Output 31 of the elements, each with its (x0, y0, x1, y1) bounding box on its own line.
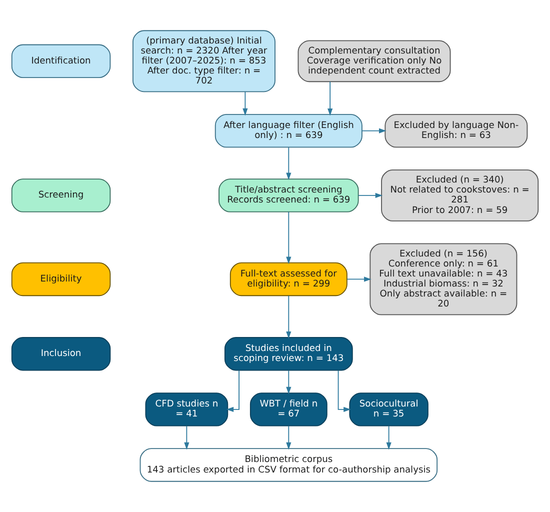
arrow (386, 426, 392, 450)
node-box: Screening (11, 178, 111, 212)
arrow (242, 91, 248, 116)
node-box: Title/abstract screening Records screened: n = 639 (218, 178, 359, 212)
arrow (286, 370, 292, 394)
node-box: Studies included in scoping review: n = 143 (224, 337, 353, 371)
arrow (184, 426, 190, 450)
node-box: Bibliometric corpus 143 articles exported in CSV format for co-authorship analysis (140, 448, 438, 482)
node-box: Complementary consultation Coverage verification only No independent count extracted (298, 40, 451, 82)
node-box: Eligibility (11, 262, 111, 296)
node-box: Sociocultural n = 35 (349, 392, 428, 426)
arrow (328, 81, 333, 116)
node-box: WBT / field n = 67 (250, 392, 328, 426)
node-box: (primary database) Initial search: n = 2320 After year filter (2007–2025): n = 853 After doc. type filter: n = 702 (132, 30, 276, 92)
arrow (286, 426, 292, 450)
node-box: Excluded by language Non-English: n = 63 (384, 114, 528, 148)
arrow (286, 295, 292, 339)
arrow (286, 212, 292, 264)
node-box: After language filter (English only) : n = 639 (214, 114, 362, 148)
node-box: Full-text assessed for eligibility: n = 299 (230, 262, 348, 296)
node-box: Excluded (n = 156) Conference only: n = 61 Full text unavailable: n = 43 Industrial biomass: n = 32 Only abstract available: n = 20 (370, 243, 518, 316)
arrow (286, 146, 292, 180)
arrow (346, 276, 372, 282)
node-box: Identification (11, 44, 111, 78)
node-box: Excluded (n = 340) Not related to cookstoves: n = 281 Prior to 2007: n = 59 (381, 170, 539, 222)
node-box: Inclusion (11, 337, 111, 371)
node-box: CFD studies n = 41 (145, 392, 228, 426)
arrow (362, 128, 386, 134)
arrow (338, 370, 351, 412)
arrow (358, 192, 383, 198)
arrow (226, 370, 240, 412)
